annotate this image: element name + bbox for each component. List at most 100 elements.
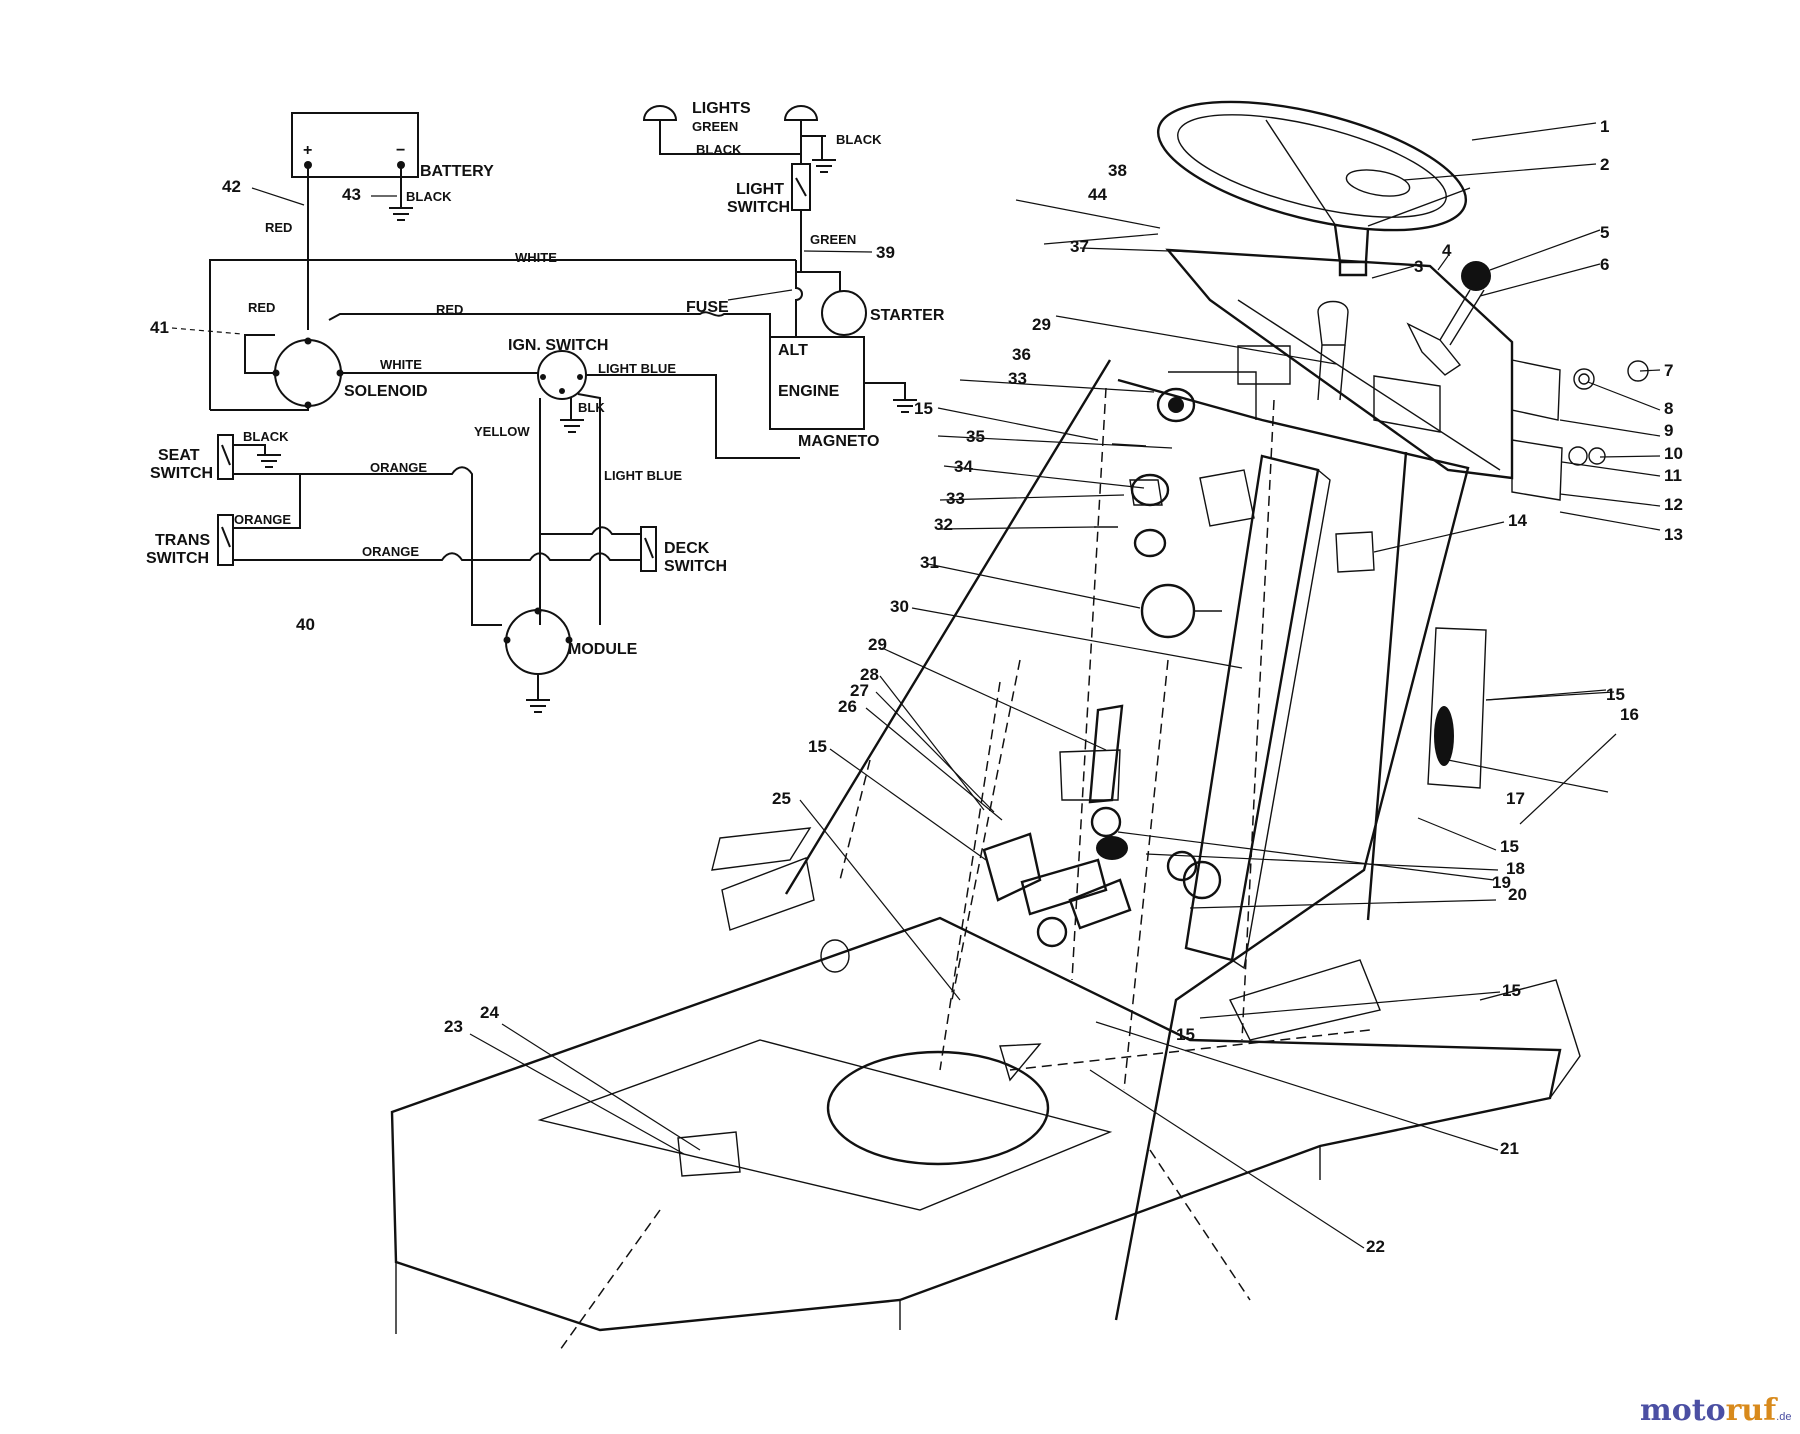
callout-7: 7 xyxy=(1664,361,1673,380)
callout-20: 20 xyxy=(1508,885,1527,904)
wire-red-battery: RED xyxy=(265,220,292,235)
battery-plus: + xyxy=(303,142,312,159)
callout-15-d: 15 xyxy=(808,737,827,756)
lights-label: LIGHTS xyxy=(692,100,751,117)
trans-switch-label-1: TRANS xyxy=(155,532,210,549)
fuse-label: FUSE xyxy=(686,299,729,316)
steering-shaft xyxy=(1088,704,1124,804)
callout-10: 10 xyxy=(1664,444,1683,463)
trans-switch-label-2: SWITCH xyxy=(146,550,209,567)
callout-33-a: 33 xyxy=(946,489,965,508)
callout-15-e: 15 xyxy=(914,399,933,418)
callout-24: 24 xyxy=(480,1003,499,1022)
ref-43: 43 xyxy=(342,185,361,204)
wire-black-lights-gnd: BLACK xyxy=(836,132,882,147)
starter-symbol xyxy=(821,290,867,336)
exploded-view xyxy=(390,100,1649,1351)
wire-blk: BLK xyxy=(578,400,605,415)
callout-23: 23 xyxy=(444,1017,463,1036)
floor-hole xyxy=(826,1050,1050,1166)
callout-32: 32 xyxy=(934,515,953,534)
wire-yellow: YELLOW xyxy=(474,424,530,439)
ref-39: 39 xyxy=(876,243,895,262)
ign-switch-label: IGN. SWITCH xyxy=(508,337,608,354)
module-symbol xyxy=(505,609,571,675)
starter-label: STARTER xyxy=(870,307,945,324)
wire-black-top: BLACK xyxy=(696,142,742,157)
callout-22: 22 xyxy=(1366,1237,1385,1256)
callout-16: 16 xyxy=(1620,705,1639,724)
bushing-18 xyxy=(1096,836,1128,860)
seat-switch-symbol xyxy=(217,434,234,480)
solenoid-label: SOLENOID xyxy=(344,383,428,400)
callout-15-a: 15 xyxy=(1606,685,1625,704)
callout-26: 26 xyxy=(838,697,857,716)
callout-29-b: 29 xyxy=(1032,315,1051,334)
callout-1: 1 xyxy=(1600,117,1609,136)
wire-red-solenoid: RED xyxy=(248,300,275,315)
seat-switch-label-1: SEAT xyxy=(158,447,200,464)
callout-18: 18 xyxy=(1506,859,1525,878)
wire-black-seat: BLACK xyxy=(243,429,289,444)
alt-label: ALT xyxy=(778,342,808,359)
wire-black-battery: BLACK xyxy=(406,189,452,204)
callout-44: 44 xyxy=(1088,185,1107,204)
callout-13: 13 xyxy=(1664,525,1683,544)
module-label: MODULE xyxy=(568,641,638,658)
callout-34: 34 xyxy=(954,457,973,476)
callout-3: 3 xyxy=(1414,257,1423,276)
callout-17: 17 xyxy=(1506,789,1525,808)
callouts: 1 2 3 4 5 6 7 8 9 10 11 12 13 14 15 15 1… xyxy=(444,117,1683,1256)
wire-white-solenoid: WHITE xyxy=(380,357,422,372)
battery-label: BATTERY xyxy=(420,163,494,180)
ignition-switch-part xyxy=(1140,583,1196,639)
battery-minus: − xyxy=(396,142,405,159)
callout-36: 36 xyxy=(1012,345,1031,364)
engine-label: ENGINE xyxy=(778,383,840,400)
callout-15-f: 15 xyxy=(1176,1025,1195,1044)
callout-11: 11 xyxy=(1664,466,1682,485)
wire-light-blue: LIGHT BLUE xyxy=(604,468,682,483)
trans-switch-symbol xyxy=(217,514,234,566)
wire-green-top: GREEN xyxy=(692,119,738,134)
callout-19: 19 xyxy=(1492,873,1511,892)
callout-9: 9 xyxy=(1664,421,1673,440)
callout-35: 35 xyxy=(966,427,985,446)
deck-switch-label-1: DECK xyxy=(664,540,710,557)
seat-switch-label-2: SWITCH xyxy=(150,465,213,482)
watermark: motoruf.de xyxy=(1640,1393,1791,1428)
wire-orange-trans: ORANGE xyxy=(362,544,419,559)
light-switch-label-1: LIGHT xyxy=(736,181,784,198)
callout-38: 38 xyxy=(1108,161,1127,180)
callout-27: 27 xyxy=(850,681,869,700)
callout-8: 8 xyxy=(1664,399,1673,418)
callout-37: 37 xyxy=(1070,237,1089,256)
callout-12: 12 xyxy=(1664,495,1683,514)
ref-41: 41 xyxy=(150,318,169,337)
deck-switch-symbol xyxy=(640,526,657,572)
light-switch-label-2: SWITCH xyxy=(727,199,790,216)
wire-white-main: WHITE xyxy=(515,250,557,265)
callout-31: 31 xyxy=(920,553,939,572)
steering-bracket xyxy=(1184,454,1320,962)
callout-25: 25 xyxy=(772,789,791,808)
wire-red-fuse: RED xyxy=(436,302,463,317)
wire-orange-trans-top: ORANGE xyxy=(234,512,291,527)
callout-21: 21 xyxy=(1500,1139,1519,1158)
callout-2: 2 xyxy=(1600,155,1609,174)
callout-30: 30 xyxy=(890,597,909,616)
console xyxy=(1114,378,1470,1321)
ref-40: 40 xyxy=(296,615,315,634)
callout-14: 14 xyxy=(1508,511,1527,530)
callout-28: 28 xyxy=(860,665,879,684)
wire-orange-seat: ORANGE xyxy=(370,460,427,475)
callout-15-b: 15 xyxy=(1500,837,1519,856)
steering-wheel xyxy=(1156,100,1468,232)
wire-green-light: GREEN xyxy=(810,232,856,247)
solenoid-symbol xyxy=(274,339,342,407)
svg-text:motoruf.de: motoruf.de xyxy=(1640,1393,1791,1428)
throttle-knob xyxy=(1461,261,1491,291)
deck-switch-label-2: SWITCH xyxy=(664,558,727,575)
floor-pan xyxy=(390,916,1562,1332)
